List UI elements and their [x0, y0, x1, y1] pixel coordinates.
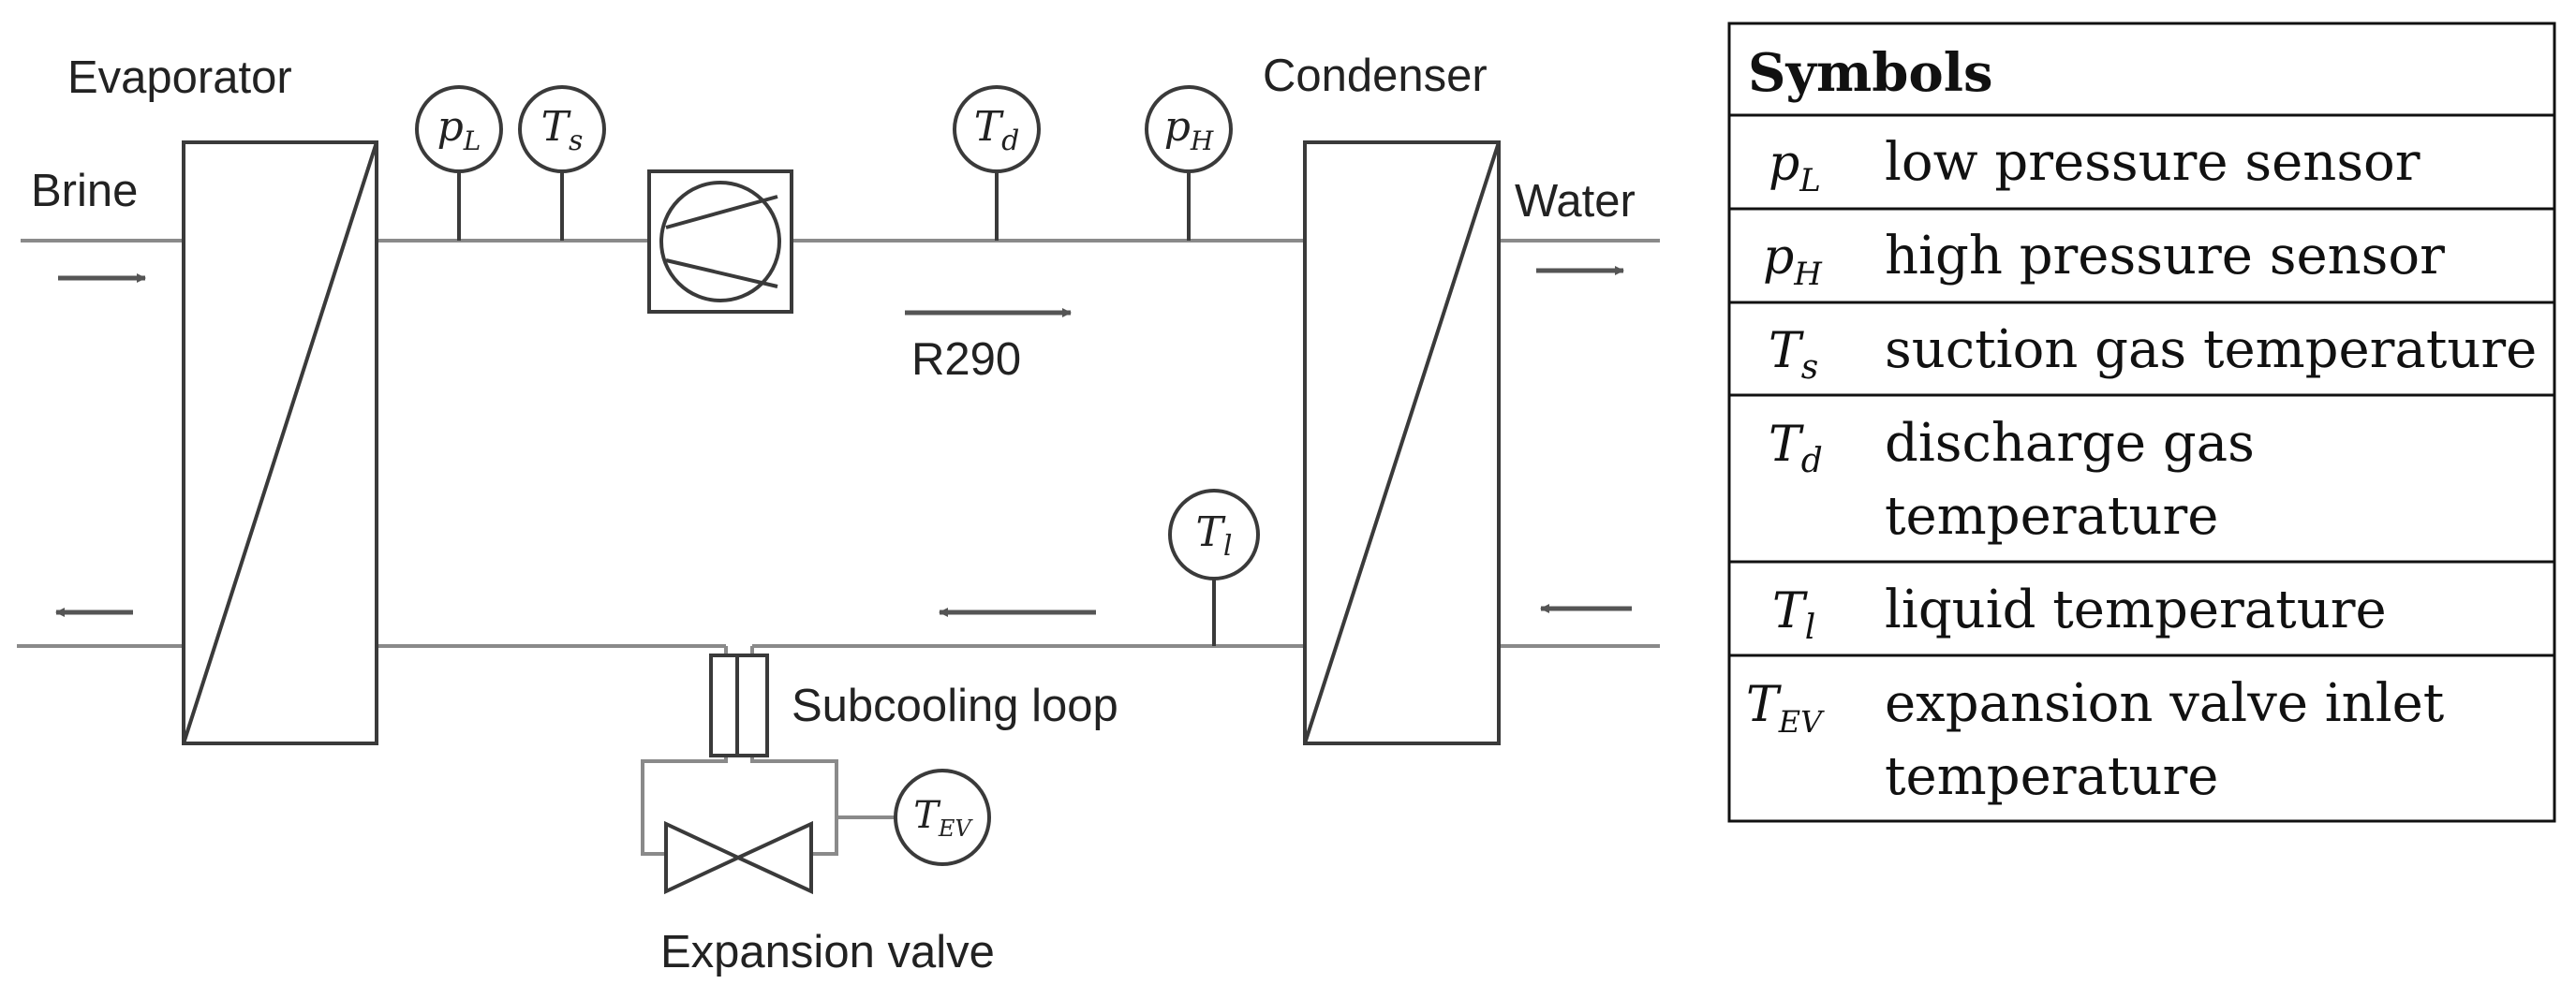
subcooling-loop: [709, 654, 769, 757]
legend-description: low pressure sensor: [1885, 132, 2421, 193]
legend-row: TEV expansion valve inlet temperature: [1746, 673, 2445, 807]
expansion-valve-label: Expansion valve: [660, 927, 995, 977]
legend-symbol: Tl: [1772, 583, 1815, 647]
tev-sensor-circle: [894, 769, 991, 866]
compressor-upper-line: [665, 195, 778, 229]
valve-left-triangle: [664, 820, 743, 895]
legend-symbol: TEV: [1746, 677, 1825, 740]
legend-row: pL low pressure sensor: [1769, 132, 2421, 199]
pl-sensor-symbol: pL: [437, 103, 481, 156]
tev-sensor-symbol: TEV: [913, 794, 973, 842]
legend-description: liquid temperature: [1885, 580, 2387, 640]
legend-description: temperature: [1885, 486, 2218, 547]
valve-outlet-pipe: [641, 756, 728, 856]
valve-inlet-pipe: [750, 756, 838, 856]
condenser-block: [1303, 140, 1501, 745]
legend-description: high pressure sensor: [1885, 226, 2445, 286]
subcooling-tube-right: [735, 654, 769, 757]
valve-right-triangle: [733, 820, 813, 895]
legend-row: pH high pressure sensor: [1763, 226, 2445, 293]
refrigerant-label: R290: [911, 334, 1021, 385]
legend-description: discharge gas: [1885, 413, 2255, 474]
legend-row: Ts suction gas temperature: [1769, 319, 2537, 387]
evaporator-label: Evaporator: [67, 52, 292, 103]
condenser-diagonal: [1303, 141, 1501, 744]
ts-sensor-symbol: Ts: [541, 103, 584, 157]
ts-sensor-circle: [518, 85, 606, 173]
subcooling-loop-label: Subcooling loop: [792, 681, 1118, 731]
water-label: Water: [1515, 176, 1636, 227]
legend-row: Td discharge gas temperature: [1769, 413, 2255, 547]
symbols-legend: Symbols pL low pressure sensor pH high p…: [1727, 22, 2556, 823]
legend-description: expansion valve inlet: [1885, 673, 2445, 734]
legend-row: Tl liquid temperature: [1772, 580, 2387, 647]
expansion-valve-symbol: [664, 820, 813, 895]
condenser-label: Condenser: [1263, 51, 1488, 101]
legend-frame: [1727, 22, 2556, 823]
evaporator-block: [182, 140, 378, 745]
compressor-circle: [659, 181, 781, 302]
legend-title: Symbols: [1748, 42, 1993, 104]
pl-sensor-circle: [415, 85, 503, 173]
ph-sensor-symbol: pH: [1164, 103, 1214, 156]
legend-description: suction gas temperature: [1885, 319, 2537, 380]
compressor: [647, 169, 793, 314]
legend-symbol: Ts: [1769, 323, 1818, 387]
legend-symbol: pH: [1763, 229, 1823, 293]
legend-symbol: pL: [1769, 136, 1821, 199]
brine-label: Brine: [31, 166, 138, 216]
legend-description: temperature: [1885, 746, 2218, 807]
compressor-lower-line: [665, 258, 778, 288]
tl-sensor-symbol: Tl: [1196, 508, 1233, 563]
pipes: [17, 239, 1660, 856]
td-sensor-circle: [953, 85, 1041, 173]
ph-sensor-circle: [1145, 85, 1233, 173]
evaporator-diagonal: [182, 141, 378, 744]
tl-sensor-circle: [1168, 489, 1260, 580]
legend-symbol: Td: [1769, 417, 1823, 480]
td-sensor-symbol: Td: [974, 103, 1020, 157]
